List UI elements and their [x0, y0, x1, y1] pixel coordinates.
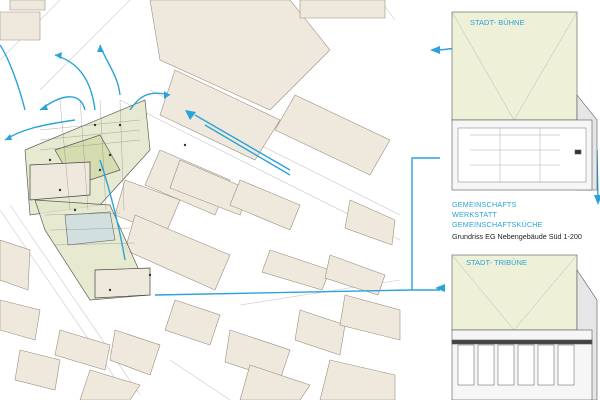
tribune-title: STADT- TRIBÜNE: [466, 258, 527, 267]
caption-line-2: WERKSTATT: [452, 210, 498, 219]
elevation-markers: [48, 123, 187, 292]
plan-bottom: [451, 254, 598, 401]
neighbour-buildings: [0, 0, 401, 401]
plan-caption: Grundriss EG Nebengebäude Süd 1-200: [452, 232, 582, 241]
stage-title: STADT- BÜHNE: [470, 18, 525, 27]
plan-top: [451, 11, 598, 191]
caption-line-1: GEMEINSCHAFTS: [452, 200, 517, 209]
project-site: [24, 99, 151, 301]
caption-line-3: GEMEINSCHAFTSKÜCHE: [452, 220, 543, 229]
